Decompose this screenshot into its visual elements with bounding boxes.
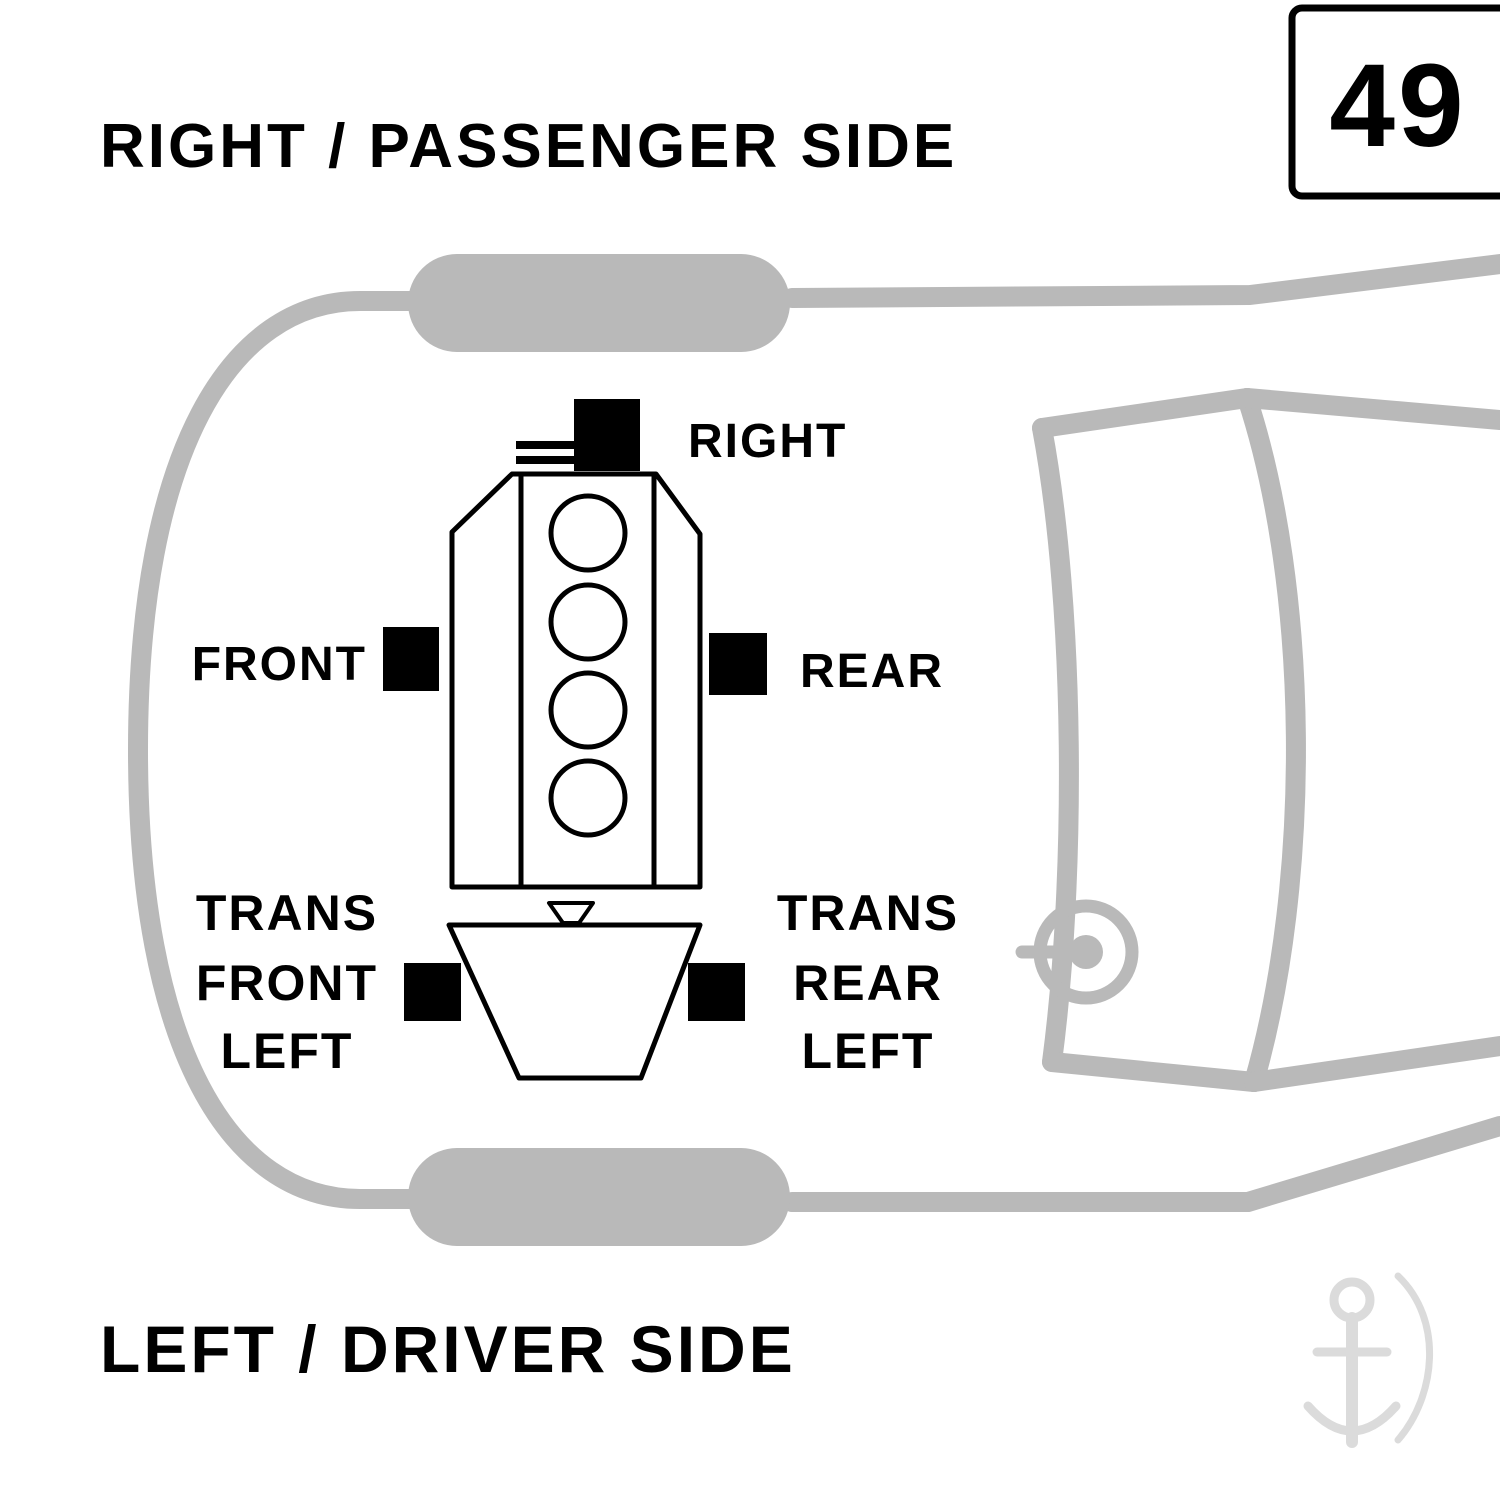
cylinder-1 bbox=[548, 493, 628, 573]
engine-assembly bbox=[383, 399, 767, 890]
label-trans-rear-left-line2: REAR bbox=[793, 955, 943, 1011]
cylinder-2 bbox=[548, 582, 628, 662]
page-number: 49 bbox=[1329, 40, 1466, 172]
roof-rail-bottom bbox=[1244, 1036, 1500, 1092]
engine-rear-mount bbox=[709, 633, 767, 695]
windshield-top-edge bbox=[1032, 388, 1257, 438]
label-trans-rear-left: TRANS REAR LEFT bbox=[777, 885, 959, 1079]
cylinder-4 bbox=[548, 758, 628, 838]
label-trans-front-left: TRANS FRONT LEFT bbox=[196, 885, 378, 1079]
label-trans-front-left-line1: TRANS bbox=[196, 885, 378, 941]
watermark-anchor-logo bbox=[1303, 1272, 1434, 1448]
body-side-line-bottom bbox=[782, 1116, 1500, 1212]
transmission-body bbox=[446, 922, 703, 1081]
tire-front-right bbox=[408, 254, 790, 352]
engine-front-mount bbox=[383, 627, 439, 691]
cylinder-3 bbox=[548, 670, 628, 750]
page-number-box: 49 bbox=[1288, 4, 1500, 200]
label-trans-front-left-line3: LEFT bbox=[221, 1023, 354, 1079]
torque-converter-nub bbox=[547, 901, 595, 925]
car-outline bbox=[128, 254, 1500, 1246]
body-side-line-top bbox=[782, 254, 1500, 308]
engine-top-mount-bolt-1 bbox=[516, 441, 576, 449]
trans-front-left-mount bbox=[404, 963, 461, 1021]
label-trans-rear-left-line1: TRANS bbox=[777, 885, 959, 941]
front-bumper-arc bbox=[128, 291, 422, 1209]
steering-wheel-hub bbox=[1069, 935, 1103, 969]
transmission-assembly bbox=[404, 901, 745, 1081]
steering-wheel bbox=[1033, 899, 1139, 1005]
title-left-driver-side: LEFT / DRIVER SIDE bbox=[100, 1312, 796, 1386]
title-right-passenger-side: RIGHT / PASSENGER SIDE bbox=[100, 112, 957, 181]
engine-top-mount-bolt-2 bbox=[516, 456, 576, 464]
label-engine-rear-mount: REAR bbox=[800, 645, 944, 698]
label-trans-front-left-line2: FRONT bbox=[196, 955, 378, 1011]
roof-rail-top bbox=[1237, 388, 1500, 430]
trans-rear-left-mount bbox=[688, 963, 745, 1021]
windshield-inner-edge bbox=[1032, 418, 1079, 1072]
windshield-bottom-edge bbox=[1042, 1052, 1264, 1092]
page-number-border bbox=[1288, 4, 1500, 200]
tire-front-left bbox=[408, 1148, 790, 1246]
engine-top-mount bbox=[574, 399, 640, 471]
label-trans-rear-left-line3: LEFT bbox=[802, 1023, 935, 1079]
label-engine-top-mount: RIGHT bbox=[688, 415, 847, 468]
windshield-outer-edge bbox=[1237, 388, 1306, 1092]
label-engine-front-mount: FRONT bbox=[192, 638, 367, 691]
